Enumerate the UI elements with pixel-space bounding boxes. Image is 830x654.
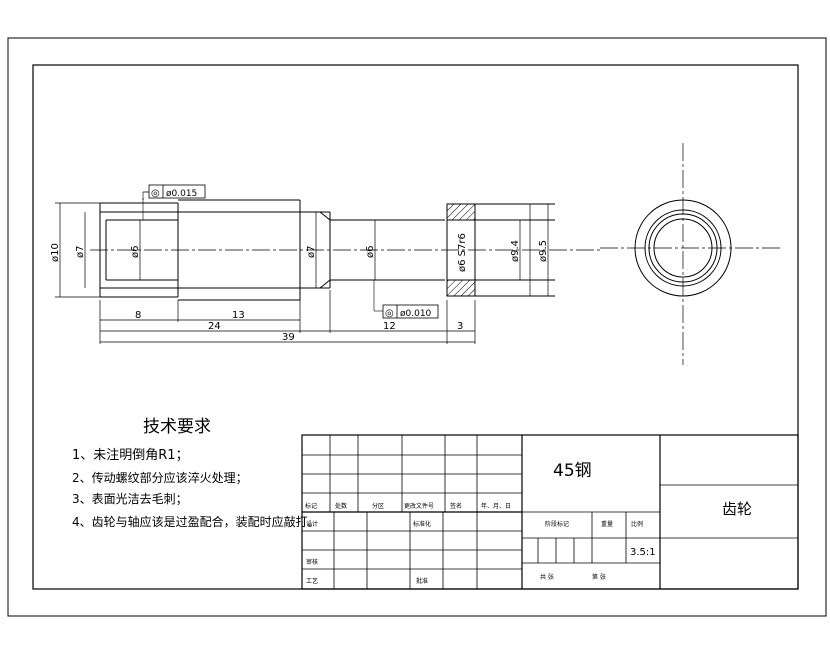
label-design: 设计 <box>306 520 318 528</box>
label-review: 审核 <box>306 558 318 566</box>
gear-hatch-bottom <box>446 279 476 297</box>
dim-dia-6-neck: ø6 <box>365 246 376 258</box>
dim-dia-10: ø10 <box>50 243 61 262</box>
tech-req-item-4: 4、齿轮与轴应该是过盈配合，装配时应敲打。 <box>72 514 320 529</box>
dim-len-24: 24 <box>208 321 221 332</box>
gear-side-view <box>600 143 783 365</box>
tolerance-top-symbol: ◎ <box>151 188 160 199</box>
tolerance-bottom-value: ø0.010 <box>400 309 432 319</box>
dim-dia-7-left: ø7 <box>75 246 86 258</box>
label-process: 工艺 <box>306 577 318 585</box>
dim-len-8: 8 <box>135 310 141 321</box>
tolerance-top: ◎ ø0.015 <box>142 184 206 220</box>
label-standard: 标准化 <box>413 520 431 528</box>
title-block <box>301 434 799 590</box>
tolerance-top-value: ø0.015 <box>166 189 197 199</box>
dim-dia-6-s7r6: ø6 S7r6 <box>457 233 468 272</box>
dim-dia-9-5: ø9.5 <box>538 240 549 262</box>
row-label-date: 年、月、日 <box>481 502 511 510</box>
dim-len-12: 12 <box>383 321 396 332</box>
row-label-zone: 分区 <box>372 502 384 510</box>
length-dims <box>99 290 476 344</box>
dim-dia-6-left: ø6 <box>130 246 141 258</box>
outer-frame <box>7 37 827 617</box>
dim-len-13: 13 <box>232 310 245 321</box>
footer-sheet-no: 第 张 <box>592 573 606 581</box>
dim-dia-7-right: ø7 <box>306 246 317 258</box>
tech-req-title: 技术要求 <box>143 417 211 437</box>
label-weight: 重量 <box>601 520 613 528</box>
part-name-label: 齿轮 <box>722 500 752 518</box>
tolerance-bottom: ◎ ø0.010 <box>373 280 439 319</box>
row-label-file: 更改文件号 <box>404 502 434 510</box>
dim-dia-9-4: ø9.4 <box>510 240 521 262</box>
footer-total-sheets: 共 张 <box>540 573 554 581</box>
diameter-dims <box>55 202 549 298</box>
label-scale: 比例 <box>631 520 643 528</box>
tech-req-item-1: 1、未注明倒角R1； <box>72 448 189 463</box>
dim-len-39: 39 <box>282 332 295 343</box>
row-label-sign: 签名 <box>450 502 462 510</box>
tech-req-item-3: 3、表面光洁去毛刺； <box>72 492 188 506</box>
tolerance-bottom-symbol: ◎ <box>385 308 394 319</box>
gear-hatch-top <box>446 203 476 221</box>
dim-len-3: 3 <box>457 321 463 332</box>
scale-value: 3.5:1 <box>630 547 656 558</box>
row-label-mark: 标记 <box>305 502 317 510</box>
label-stage: 阶段标记 <box>545 520 569 528</box>
row-label-count: 处数 <box>335 502 347 510</box>
tech-req-item-2: 2、传动螺纹部分应该淬火处理； <box>72 470 248 485</box>
material-label: 45钢 <box>553 461 592 481</box>
label-approve: 批准 <box>416 577 428 585</box>
